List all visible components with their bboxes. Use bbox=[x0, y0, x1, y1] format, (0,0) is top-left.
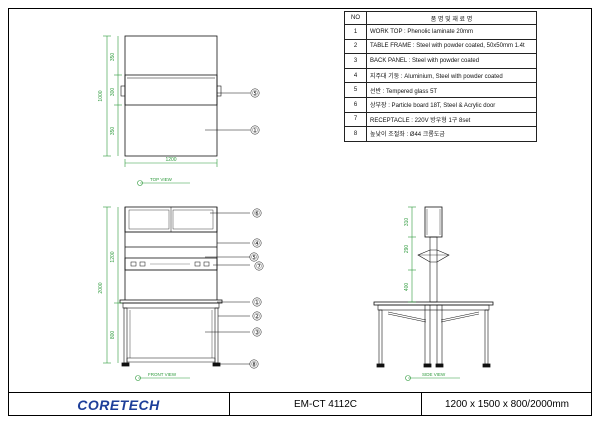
row-no: 3 bbox=[344, 53, 367, 69]
row-desc: RECEPTACLE : 220V 방우형 1구 8set bbox=[366, 111, 537, 128]
row-desc: 높낮이 조절좌 : Ø44 크롬도금 bbox=[366, 126, 537, 142]
side-view bbox=[373, 206, 494, 368]
company-logo: CORETECH bbox=[8, 393, 230, 416]
callout-1-front: ① bbox=[254, 298, 260, 306]
side-view-label: SIDE VIEW bbox=[422, 372, 446, 377]
dim-top-depth: 1000 bbox=[98, 90, 104, 101]
dim-front-upper: 1200 bbox=[110, 251, 116, 262]
dim-side-a: 310 bbox=[404, 218, 410, 227]
side-column bbox=[429, 236, 438, 303]
row-desc: 상부장 : Particle board 18T, Steel & Acryli… bbox=[366, 96, 537, 113]
callout-5-top: ⑤ bbox=[252, 89, 258, 97]
drawing-border bbox=[8, 8, 592, 416]
callout-6: ⑥ bbox=[254, 209, 260, 217]
top-view bbox=[120, 35, 222, 157]
dim-top-d2: 300 bbox=[110, 88, 116, 97]
product-size: 1200 x 1500 x 800/2000mm bbox=[445, 399, 569, 410]
dim-top-d3: 350 bbox=[110, 127, 116, 136]
technical-drawing: 1000 350 300 350 1200 TOP VIEW ⑤ ① bbox=[98, 35, 494, 381]
dim-front-total: 2000 bbox=[98, 282, 104, 293]
dim-front-lower: 800 bbox=[110, 331, 116, 340]
dim-top-d1: 350 bbox=[110, 53, 116, 62]
top-view-post-left bbox=[120, 85, 126, 97]
dim-side-c: 400 bbox=[404, 283, 410, 292]
row-no: 1 bbox=[344, 24, 367, 40]
row-no: 8 bbox=[344, 126, 367, 142]
row-desc: 선반 : Tempered glass 5T bbox=[366, 82, 537, 98]
parts-table-header: NO 품 명 및 재 료 명 bbox=[344, 11, 537, 25]
dim-top-width: 1200 bbox=[165, 157, 176, 163]
side-upper-cabinet bbox=[424, 206, 443, 238]
row-desc: 지주대 기둥 : Aluminium, Steel with powder co… bbox=[366, 67, 537, 84]
header-description: 품 명 및 재 료 명 bbox=[366, 11, 537, 25]
row-no: 7 bbox=[344, 111, 367, 128]
row-no: 4 bbox=[344, 67, 367, 84]
row-desc: TABLE FRAME : Steel with powder coated, … bbox=[366, 38, 537, 55]
front-view bbox=[119, 206, 223, 367]
callout-2: ② bbox=[254, 312, 260, 320]
side-worktop bbox=[373, 301, 494, 306]
row-no: 5 bbox=[344, 82, 367, 98]
callout-4: ④ bbox=[254, 239, 260, 247]
side-shelf bbox=[417, 249, 450, 263]
row-desc: WORK TOP : Phenolic laminate 20mm bbox=[366, 24, 537, 40]
header-no: NO bbox=[344, 11, 367, 25]
top-view-label: TOP VIEW bbox=[150, 177, 173, 182]
dim-side-b: 290 bbox=[404, 245, 410, 254]
top-view-outline bbox=[124, 35, 218, 157]
callout-5-front: ⑤ bbox=[251, 253, 257, 261]
model-number: EM-CT 4112C bbox=[230, 393, 422, 416]
top-view-post-right bbox=[216, 85, 222, 97]
callout-7: ⑦ bbox=[256, 262, 262, 270]
front-worktop bbox=[119, 299, 223, 304]
title-block: CORETECH EM-CT 4112C 1200 x 1500 x 800/2… bbox=[8, 392, 592, 416]
row-no: 6 bbox=[344, 96, 367, 113]
callout-3: ③ bbox=[254, 328, 260, 336]
callout-8: ⑧ bbox=[251, 360, 257, 368]
callout-1-top: ① bbox=[252, 126, 258, 134]
front-view-label: FRONT VIEW bbox=[148, 372, 177, 377]
row-desc: BACK PANEL : Steel with powder coated bbox=[366, 53, 537, 69]
row-no: 2 bbox=[344, 38, 367, 55]
top-view-shelf bbox=[124, 74, 218, 106]
